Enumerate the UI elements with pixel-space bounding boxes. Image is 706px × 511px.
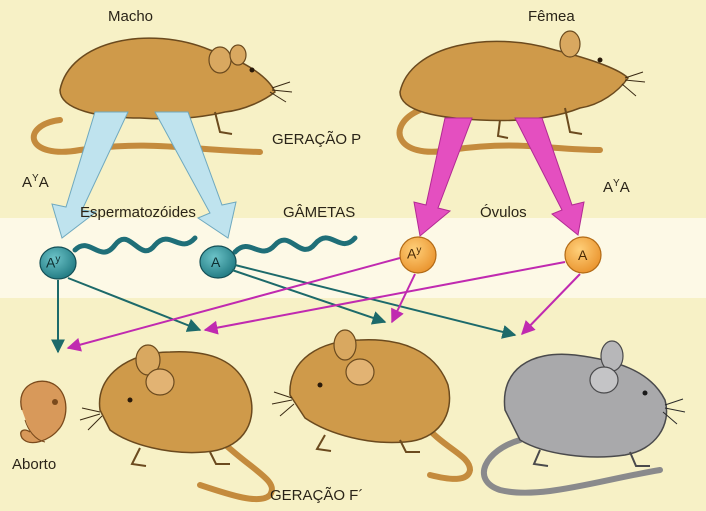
- male-genotype: AYA: [22, 173, 49, 191]
- sperm-1-allele: Ay: [46, 254, 61, 271]
- embryo-abortion: [20, 380, 67, 444]
- offspring-mouse-gray: [480, 340, 686, 496]
- male-mouse: [30, 37, 293, 155]
- magenta-cross-lines: [66, 257, 581, 352]
- egg-1: [399, 236, 437, 274]
- offspring-mouse-1: [79, 344, 275, 503]
- female-gamete-arrows: [413, 117, 585, 237]
- egg-2: [564, 236, 602, 274]
- female-mouse: [396, 30, 646, 155]
- teal-cross-lines: [51, 264, 517, 354]
- sperm-1: [39, 235, 198, 280]
- sperm-2: [199, 235, 358, 279]
- eggs-label: Óvulos: [480, 204, 527, 221]
- offspring-mouse-2: [271, 329, 474, 482]
- sperm-2-allele: A: [211, 254, 221, 270]
- generation-p-label: GERAÇÃO P: [272, 131, 362, 148]
- female-genotype: AYA: [603, 178, 630, 196]
- generation-f1-label: GERAÇÃO F´: [270, 487, 364, 504]
- male-label: Macho: [108, 8, 154, 25]
- abortion-label: Aborto: [12, 456, 57, 473]
- gametes-label: GÂMETAS: [283, 204, 356, 221]
- egg-2-allele: A: [578, 247, 588, 263]
- egg-1-allele: Ay: [407, 245, 422, 262]
- male-gamete-arrows: [51, 111, 237, 239]
- sperm-label: Espermatozóides: [80, 204, 196, 221]
- female-label: Fêmea: [528, 8, 575, 25]
